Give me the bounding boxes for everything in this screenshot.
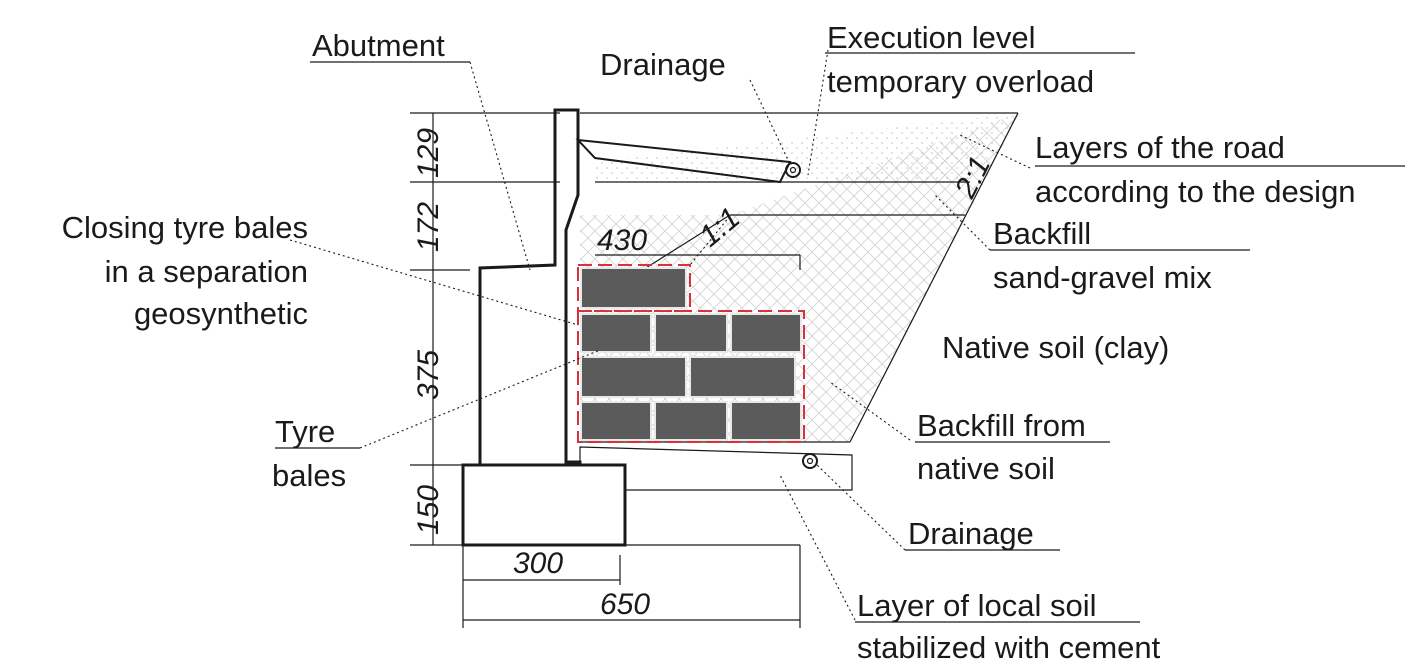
- abutment-footing: [461, 463, 627, 547]
- drainage-pipe-bottom: [802, 453, 818, 469]
- tyre-bale: [580, 401, 652, 441]
- geosynthetic-wrap: [577, 264, 691, 312]
- approach-slab: [575, 138, 792, 184]
- label-closing-bales-1: Closing tyre bales: [62, 210, 308, 245]
- dimension-h3: 375: [412, 350, 445, 400]
- dimension-w430: 430: [597, 224, 647, 257]
- drainage-pipe-top: [785, 162, 801, 178]
- label-closing-bales-3: geosynthetic: [134, 296, 308, 331]
- road-layers-zone: [595, 113, 1020, 182]
- label-underlines: [275, 52, 1405, 623]
- geosynthetic-wrap-outline: [577, 310, 805, 443]
- label-sand-gravel: sand-gravel mix: [993, 260, 1212, 295]
- horizontal-dimensions: 300 650: [462, 544, 801, 628]
- label-stabilized-1: Layer of local soil: [857, 588, 1097, 623]
- label-temporary-overload: temporary overload: [827, 64, 1094, 99]
- label-backfill-native: Backfill from: [917, 408, 1086, 443]
- vertical-dimensions: 129 172 375 150: [410, 112, 560, 546]
- label-abutment: Abutment: [312, 28, 445, 63]
- label-road-layers: Layers of the road: [1035, 130, 1285, 165]
- label-drainage-top: Drainage: [600, 47, 726, 82]
- tyre-bale: [689, 356, 796, 398]
- label-bales: bales: [272, 458, 346, 493]
- tyre-bale: [730, 313, 802, 353]
- label-stabilized-2: stabilized with cement: [857, 630, 1161, 665]
- tyre-bales-group: [577, 264, 805, 443]
- tyre-bale: [654, 401, 728, 441]
- leader-lines: [289, 49, 1031, 621]
- abutment-wall: [478, 108, 582, 467]
- dimension-h4: 150: [412, 485, 445, 535]
- closing-tyre-bale: [580, 267, 687, 309]
- label-road-design: according to the design: [1035, 174, 1356, 209]
- tyre-bale: [730, 401, 802, 441]
- tyre-bale: [580, 313, 652, 353]
- label-backfill: Backfill: [993, 216, 1091, 251]
- label-native-soil: Native soil (clay): [942, 330, 1169, 365]
- label-native-soil-2: native soil: [917, 451, 1055, 486]
- tyre-bale: [654, 313, 728, 353]
- dimension-h2: 172: [412, 202, 445, 252]
- outer-slope-line: [849, 112, 1019, 443]
- tyre-bale: [580, 356, 687, 398]
- dimension-w300: 300: [513, 547, 563, 580]
- label-closing-bales-2: in a separation: [105, 254, 308, 289]
- dimension-h1: 129: [412, 128, 445, 178]
- label-drainage-bottom: Drainage: [908, 516, 1034, 551]
- dimension-w650: 650: [600, 588, 650, 621]
- label-tyre: Tyre: [275, 414, 335, 449]
- label-execution-level: Execution level: [827, 20, 1036, 55]
